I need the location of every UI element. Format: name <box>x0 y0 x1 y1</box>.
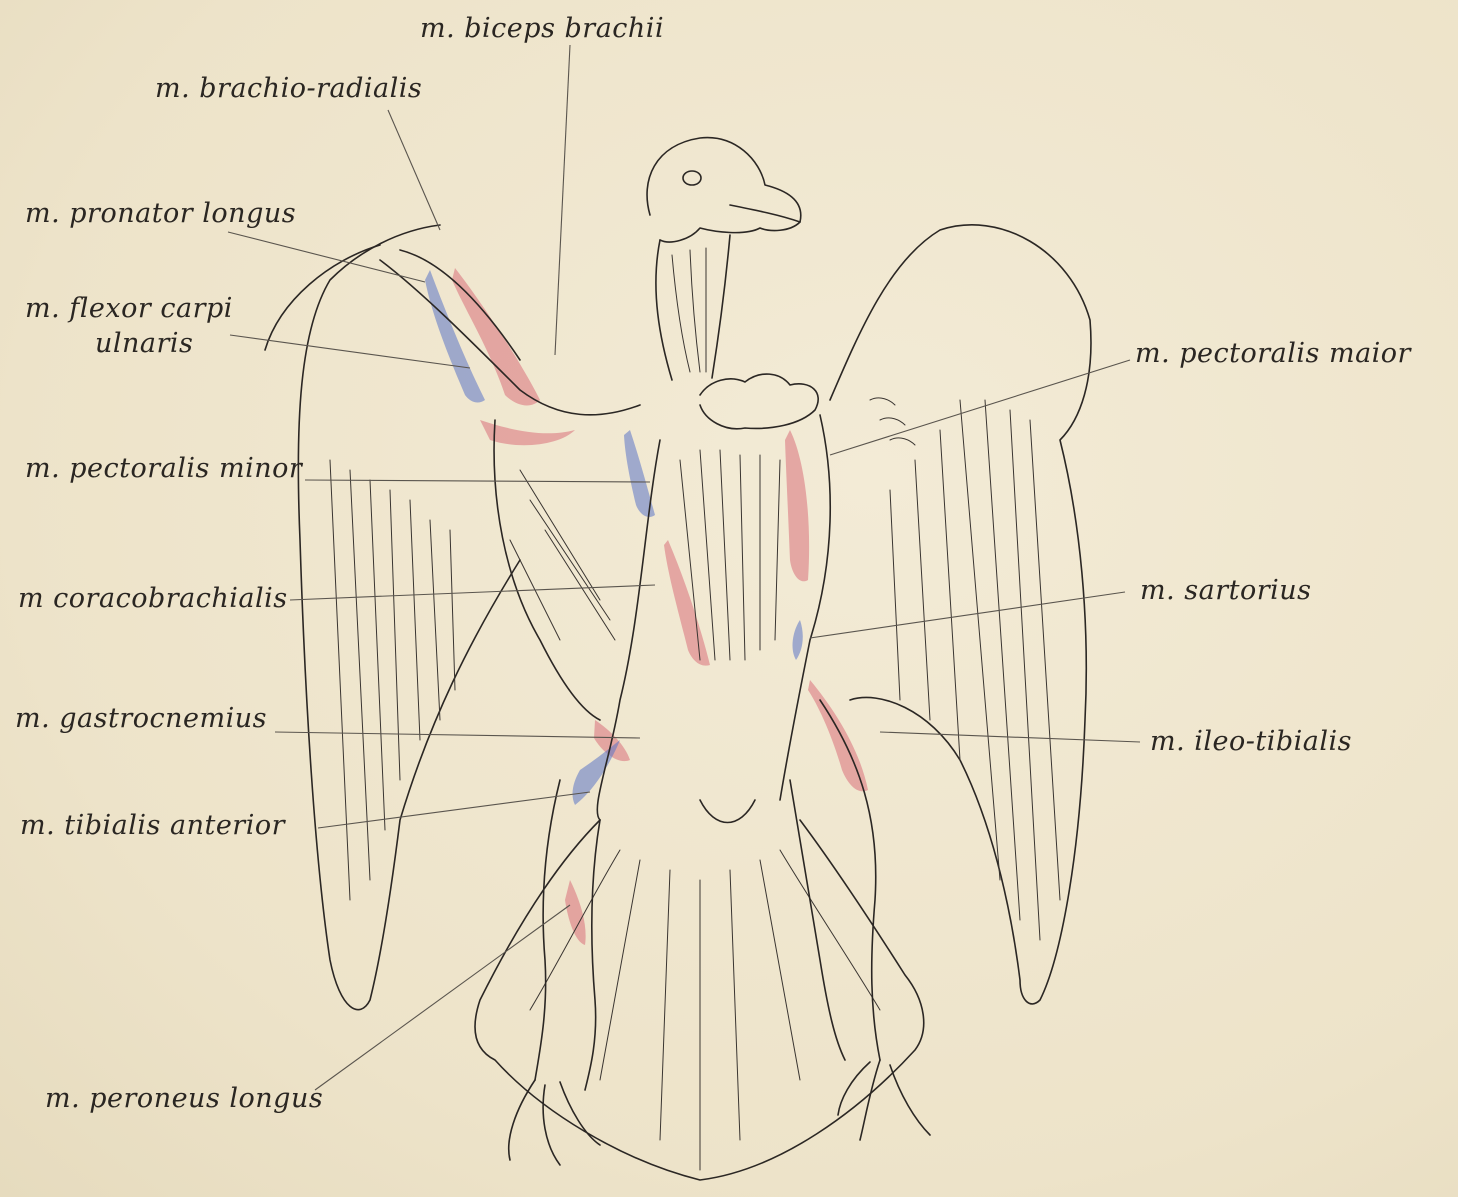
label-brachio-radialis: m. brachio-radialis <box>155 75 422 102</box>
label-pronator-longus: m. pronator longus <box>25 200 296 227</box>
label-biceps-brachii: m. biceps brachii <box>420 15 664 42</box>
label-pectoralis-minor: m. pectoralis minor <box>25 455 302 482</box>
label-peroneus-longus: m. peroneus longus <box>45 1085 323 1112</box>
label-ileo-tibialis: m. ileo-tibialis <box>1150 728 1352 755</box>
label-pectoralis-maior: m. pectoralis maior <box>1135 340 1411 367</box>
label-flexor-carpi-line1: m. flexor carpi <box>25 295 233 322</box>
leader-lines <box>228 45 1140 1090</box>
label-flexor-carpi-line2: ulnaris <box>95 330 193 357</box>
bird-outline <box>265 138 1091 1180</box>
label-gastrocnemius: m. gastrocnemius <box>15 705 267 732</box>
label-sartorius: m. sartorius <box>1140 577 1312 604</box>
label-tibialis-anterior: m. tibialis anterior <box>20 812 285 839</box>
label-coracobrachialis: m coracobrachialis <box>18 585 288 612</box>
